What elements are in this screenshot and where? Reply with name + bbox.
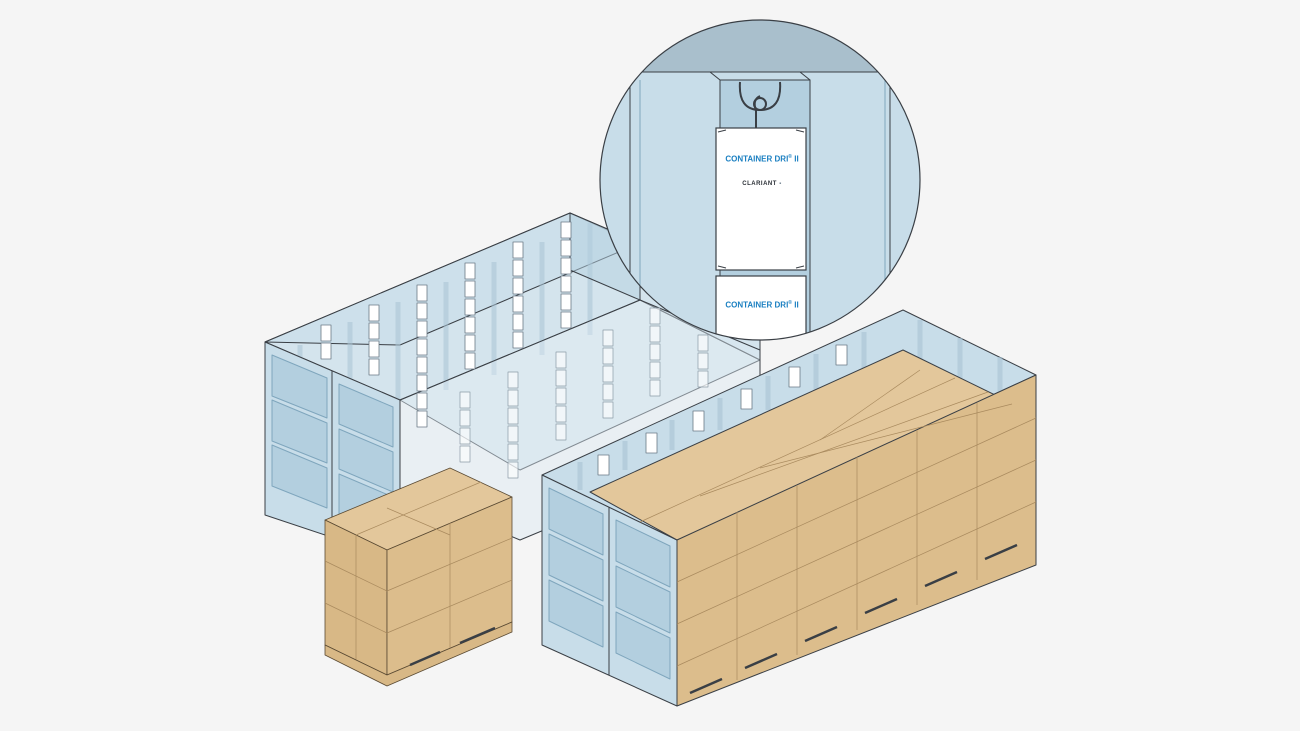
magnifier-ring [599, 19, 921, 341]
brand-name: CLARIANT [742, 181, 777, 187]
bag-label-bottom: CONTAINER DRI® II [725, 300, 799, 310]
loaded-container-cargo-side [676, 374, 1037, 707]
loaded-container-wall-ribs [577, 320, 1003, 490]
desiccant-bag-lower [715, 275, 807, 340]
product-suffix: II [794, 154, 799, 164]
bag-brand: CLARIANT ▪ [716, 181, 808, 187]
loaded-container-desiccant-bags [597, 344, 848, 476]
empty-container-desiccant-bags [320, 221, 572, 428]
desiccant-bag-detail [715, 127, 807, 271]
product-suffix-2: II [794, 300, 799, 310]
hook-icon [738, 81, 782, 128]
cargo-pallet-small [324, 467, 513, 687]
clariant-logo-icon: ▪ [779, 181, 782, 187]
product-name: CONTAINER DRI [725, 154, 789, 164]
loaded-container [541, 309, 1037, 707]
bag-label-top: CONTAINER DRI® II [725, 154, 799, 164]
empty-container-front-bags [459, 307, 709, 479]
product-name-2: CONTAINER DRI [725, 300, 789, 310]
